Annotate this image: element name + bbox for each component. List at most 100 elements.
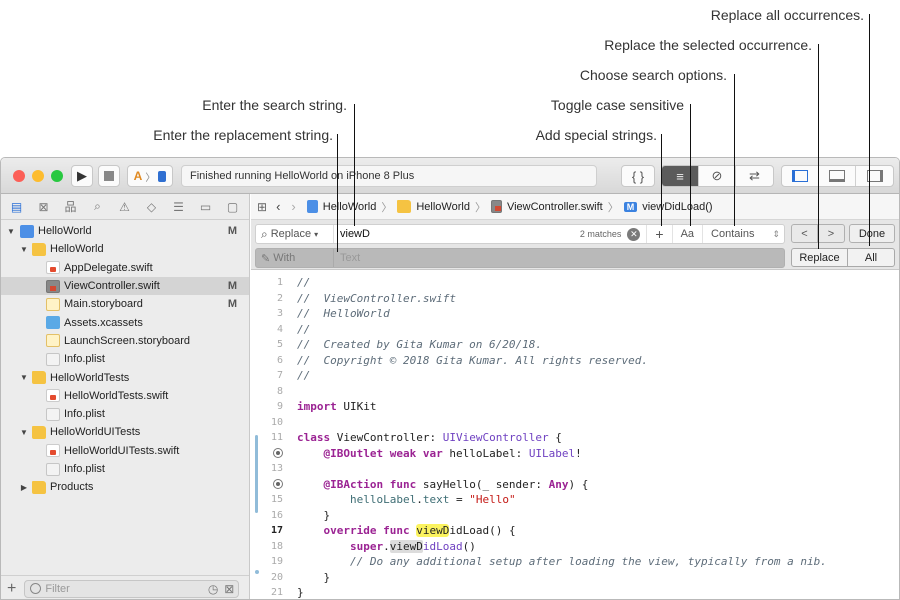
line-number[interactable]: 2 xyxy=(276,292,283,304)
tree-item-file[interactable]: LaunchScreen.storyboard xyxy=(1,332,249,350)
code-line[interactable]: 7// xyxy=(251,368,899,384)
done-button[interactable]: Done xyxy=(849,224,895,243)
version-editor-button[interactable]: ⇄ xyxy=(736,166,773,186)
tree-item-file[interactable]: Main.storyboard M xyxy=(1,295,249,313)
breadcrumb-method[interactable]: viewDidLoad() xyxy=(642,200,713,213)
line-number[interactable]: 6 xyxy=(276,354,283,366)
issue-navigator-icon[interactable]: ⚠ xyxy=(119,199,130,214)
filter-input[interactable]: Filter ◷ ⊠ xyxy=(24,579,240,598)
recent-files-icon[interactable]: ◷ xyxy=(207,581,219,596)
line-number[interactable]: 7 xyxy=(276,370,283,382)
code-line[interactable]: @IBOutlet weak var helloLabel: UILabel! xyxy=(251,446,899,462)
code-line[interactable]: 19 // Do any additional setup after load… xyxy=(251,554,899,570)
line-number[interactable]: 3 xyxy=(276,308,283,320)
match-type-dropdown[interactable]: Contains ⇕ xyxy=(702,225,784,243)
tree-item-file[interactable]: Info.plist xyxy=(1,350,249,368)
replace-input[interactable]: Text xyxy=(340,252,361,264)
minimize-window-button[interactable] xyxy=(32,170,44,182)
previous-match-button[interactable]: < xyxy=(792,225,818,242)
toggle-inspector-button[interactable] xyxy=(856,166,893,186)
replace-button[interactable]: Replace xyxy=(792,249,848,266)
test-navigator-icon[interactable]: ◇ xyxy=(146,199,157,214)
tree-item-file[interactable]: HelloWorldTests.swift xyxy=(1,387,249,405)
code-line[interactable]: 1// xyxy=(251,275,899,291)
line-number[interactable]: 15 xyxy=(270,494,283,506)
code-line[interactable]: 2// ViewController.swift xyxy=(251,291,899,307)
find-mode-dropdown[interactable]: ⌕ Replace ▾ xyxy=(256,225,334,243)
code-line[interactable]: 5// Created by Gita Kumar on 6/20/18. xyxy=(251,337,899,353)
toggle-navigator-button[interactable] xyxy=(782,166,819,186)
line-number[interactable]: 19 xyxy=(270,556,283,568)
code-line[interactable]: 20 } xyxy=(251,570,899,586)
code-line[interactable]: 18 super.viewDidLoad() xyxy=(251,539,899,555)
line-number[interactable]: 5 xyxy=(276,339,283,351)
run-button[interactable]: ▶ xyxy=(71,165,93,187)
project-navigator-icon[interactable]: ▤ xyxy=(10,199,23,214)
breakpoint-navigator-icon[interactable]: ▭ xyxy=(199,199,212,214)
source-control-icon[interactable]: ⊠ xyxy=(38,199,49,214)
line-number[interactable]: 4 xyxy=(276,323,283,335)
line-number[interactable]: 13 xyxy=(270,463,283,475)
tree-item-group-helloworld[interactable]: ▼ HelloWorld xyxy=(1,240,249,258)
toggle-debug-area-button[interactable] xyxy=(819,166,856,186)
outlet-connection-icon[interactable] xyxy=(273,448,283,459)
disclosure-open-icon[interactable]: ▼ xyxy=(20,427,28,437)
code-line[interactable]: 8 xyxy=(251,384,899,400)
tree-item-file[interactable]: HelloWorldUITests.swift xyxy=(1,442,249,460)
code-line[interactable]: 21} xyxy=(251,585,899,599)
add-file-button[interactable]: + xyxy=(7,579,17,597)
line-number[interactable]: 9 xyxy=(276,401,283,413)
disclosure-closed-icon[interactable]: ▶ xyxy=(20,482,28,492)
find-navigator-icon[interactable]: ⌕ xyxy=(94,199,101,213)
forward-icon[interactable]: › xyxy=(291,199,296,214)
symbol-navigator-icon[interactable]: 品 xyxy=(64,200,77,214)
tree-item-file[interactable]: AppDelegate.swift xyxy=(1,259,249,277)
line-number[interactable]: 1 xyxy=(276,277,283,289)
code-line[interactable]: 6// Copyright © 2018 Gita Kumar. All rig… xyxy=(251,353,899,369)
stop-button[interactable] xyxy=(98,165,120,187)
tree-item-group-uitests[interactable]: ▼ HelloWorldUITests xyxy=(1,423,249,441)
tree-item-file[interactable]: Info.plist xyxy=(1,460,249,478)
line-number[interactable]: 10 xyxy=(270,416,283,428)
line-number[interactable]: 11 xyxy=(270,432,283,444)
code-line[interactable]: 13 xyxy=(251,461,899,477)
code-line[interactable]: 16 } xyxy=(251,508,899,524)
zoom-window-button[interactable] xyxy=(51,170,63,182)
outlet-connection-icon[interactable] xyxy=(273,479,283,490)
line-number[interactable]: 16 xyxy=(270,509,283,521)
disclosure-open-icon[interactable]: ▼ xyxy=(20,244,28,254)
tree-item-file[interactable]: Assets.xcassets xyxy=(1,313,249,331)
back-icon[interactable]: ‹ xyxy=(276,199,281,214)
source-control-filter-icon[interactable]: ⊠ xyxy=(224,581,235,596)
next-match-button[interactable]: > xyxy=(827,227,835,240)
standard-editor-button[interactable]: ≡ xyxy=(662,166,699,186)
assistant-editor-button[interactable]: ⊘ xyxy=(699,166,736,186)
tree-item-file[interactable]: Info.plist xyxy=(1,405,249,423)
code-line[interactable]: @IBAction func sayHello(_ sender: Any) { xyxy=(251,477,899,493)
breadcrumb-project[interactable]: HelloWorld xyxy=(322,200,377,213)
code-line[interactable]: 4// xyxy=(251,322,899,338)
code-line[interactable]: 10 xyxy=(251,415,899,431)
case-sensitive-toggle[interactable]: Aa xyxy=(671,225,702,243)
debug-navigator-icon[interactable]: ☰ xyxy=(173,199,184,214)
line-number[interactable]: 8 xyxy=(276,385,283,397)
breadcrumb-group[interactable]: HelloWorld xyxy=(416,200,470,213)
line-number[interactable]: 21 xyxy=(270,587,283,599)
insert-pattern-button[interactable]: + xyxy=(646,225,671,243)
editor-mode-control[interactable]: ≡ ⊘ ⇄ xyxy=(661,165,774,187)
clear-search-icon[interactable]: ✕ xyxy=(627,227,641,241)
line-number[interactable]: 17 xyxy=(270,525,283,537)
tree-item-group-products[interactable]: ▶ Products xyxy=(1,478,249,496)
line-number[interactable]: 20 xyxy=(270,571,283,583)
close-window-button[interactable] xyxy=(13,170,25,182)
panel-toggle-control[interactable] xyxy=(781,165,894,187)
disclosure-open-icon[interactable]: ▼ xyxy=(7,226,15,236)
disclosure-open-icon[interactable]: ▼ xyxy=(20,373,28,383)
tree-item-project[interactable]: ▼ HelloWorld M xyxy=(1,222,249,240)
replace-all-button[interactable]: All xyxy=(864,251,878,264)
code-line[interactable]: 17 override func viewDidLoad() { xyxy=(251,523,899,539)
library-button[interactable]: { } xyxy=(621,165,655,187)
